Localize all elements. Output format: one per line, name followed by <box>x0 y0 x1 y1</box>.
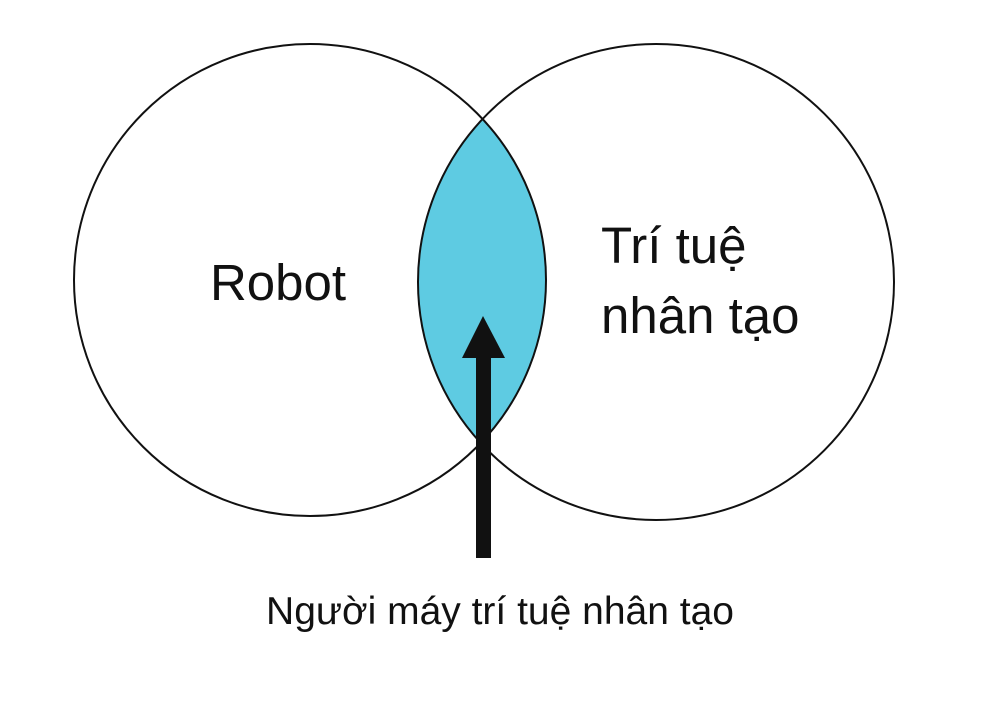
arrow-head <box>462 316 505 358</box>
right-circle <box>417 43 895 521</box>
left-circle <box>73 43 547 517</box>
arrow-shaft <box>476 352 491 558</box>
right-set-label-line-2: nhân tạo <box>601 287 800 344</box>
intersection-label: Người máy trí tuệ nhân tạo <box>266 590 734 633</box>
right-set-label-line-1: Trí tuệ <box>601 217 746 274</box>
left-set-label: Robot <box>210 254 346 311</box>
